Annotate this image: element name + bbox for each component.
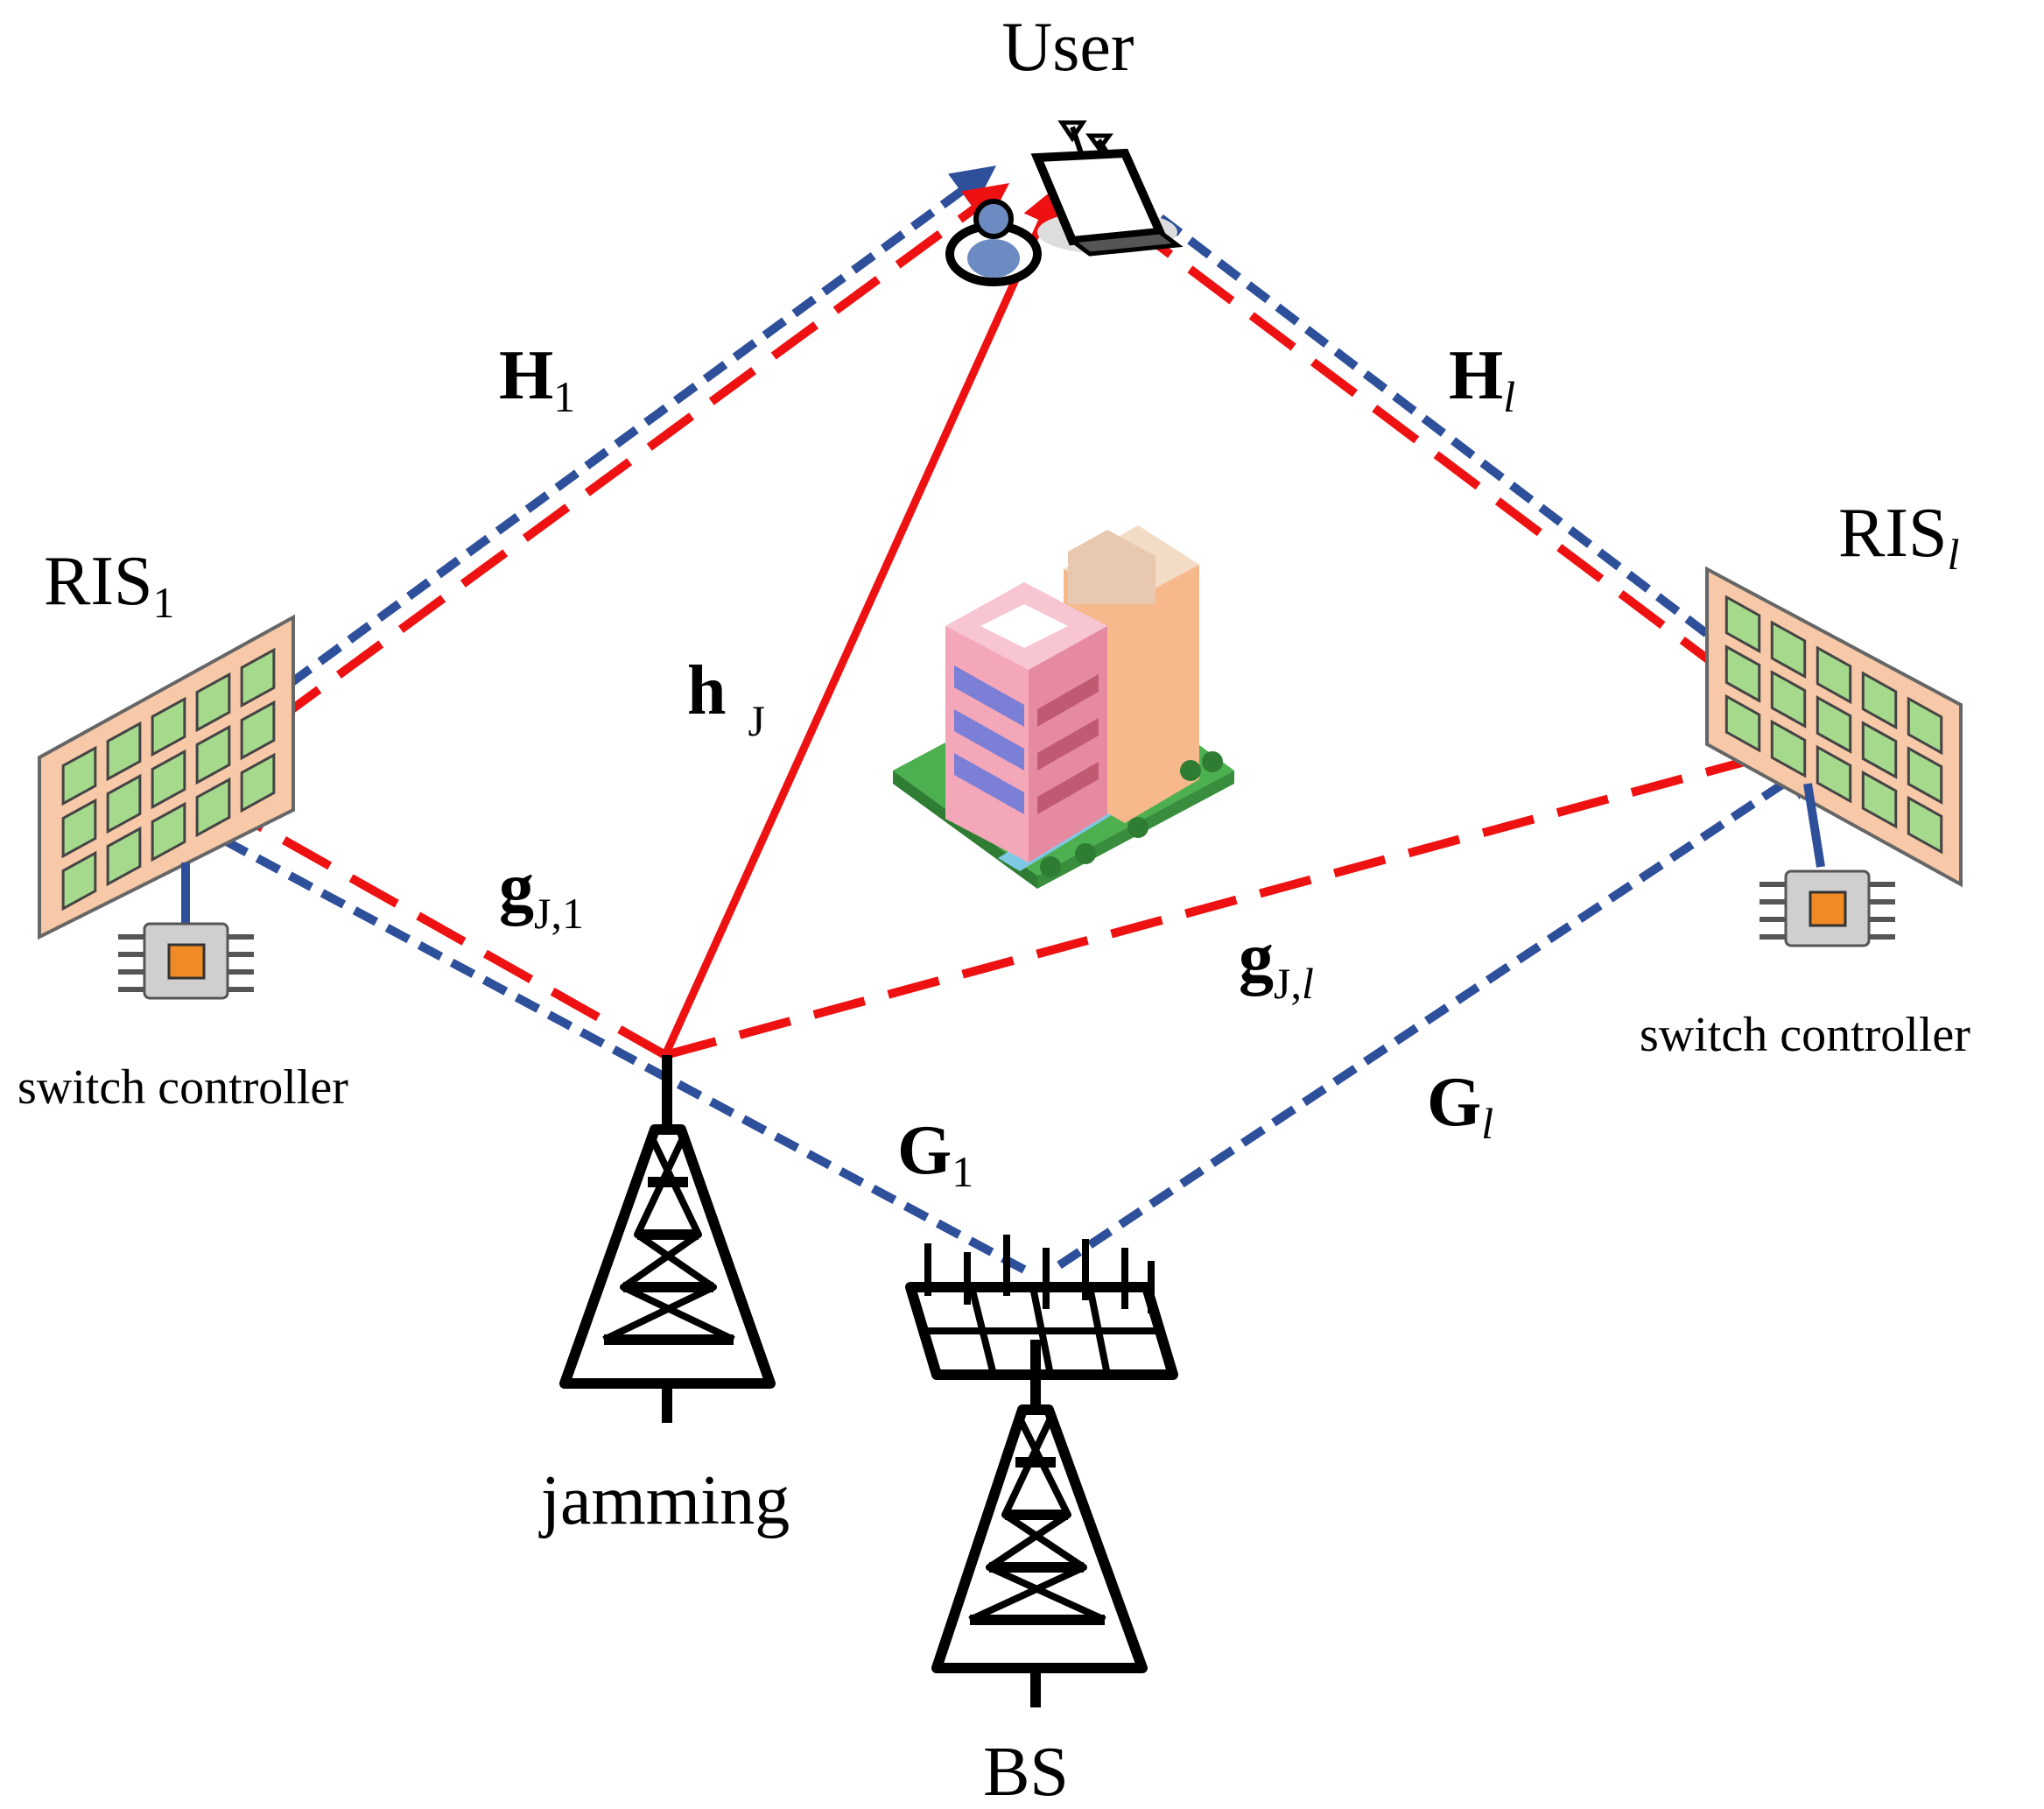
link-gJ1: [176, 779, 668, 1059]
link-hJ: [661, 185, 1060, 1057]
ris-element: [1770, 670, 1807, 729]
ris-element: [151, 801, 186, 862]
link-H1-red: [212, 183, 1010, 771]
ris-l-label: RISl: [1838, 495, 1959, 579]
ris-element: [106, 721, 142, 782]
building-icon: [893, 525, 1234, 889]
ris-element: [1861, 721, 1898, 779]
channel-G1-label: G1: [897, 1112, 973, 1196]
ris-1-panel-icon: [38, 614, 295, 940]
ris-element: [1861, 770, 1898, 829]
ris-element: [240, 700, 276, 761]
channel-gJ1-label: gJ,1: [499, 849, 584, 938]
ris-element: [1907, 696, 1943, 756]
ris-element: [61, 850, 97, 912]
jamming-label: jamming: [538, 1462, 790, 1539]
link-Hl-blue: [1092, 165, 1798, 704]
link-gJl: [664, 728, 1834, 1059]
link-H1-blue: [199, 165, 997, 753]
jamming-tower-icon: [559, 1055, 776, 1423]
link-Hl-red: [1087, 191, 1789, 721]
ris-element: [61, 798, 97, 859]
chip-icon-left: [118, 922, 254, 1000]
ris-element: [1816, 695, 1852, 754]
ris-element: [1816, 744, 1852, 804]
ris-element: [195, 672, 231, 733]
ris-element: [106, 826, 142, 887]
channel-Hl-label: Hl: [1449, 337, 1515, 421]
ris-element: [1724, 595, 1761, 654]
ris-element: [1770, 719, 1807, 778]
channel-Gl-label: Gl: [1427, 1064, 1493, 1148]
ris-element: [1816, 645, 1852, 705]
user-label: User: [1001, 9, 1134, 86]
link-G1: [176, 814, 1027, 1274]
ris-element: [61, 745, 97, 806]
links: [176, 165, 1834, 1274]
channel-H1-label: H1: [499, 337, 575, 421]
bs-label: BS: [983, 1734, 1069, 1809]
laptop-user-icon: [945, 120, 1184, 286]
ris-element: [1770, 620, 1807, 679]
ris-element: [151, 696, 186, 757]
ris-element: [240, 752, 276, 813]
ris-element: [1724, 693, 1761, 753]
ris-element: [195, 777, 231, 838]
ris-1-label: RIS1: [44, 543, 175, 627]
ris-element: [106, 773, 142, 834]
ris-element: [1861, 671, 1898, 730]
switch-controller-left-label: switch controller: [18, 1060, 348, 1115]
ris-element: [1724, 644, 1761, 703]
switch-controller-right-label: switch controller: [1640, 1008, 1970, 1062]
bs-tower-icon: [905, 1235, 1178, 1707]
ris-element: [240, 647, 276, 708]
channel-gJl-label: gJ,l: [1239, 919, 1314, 1008]
ris-l-panel-icon: [1705, 566, 1963, 888]
ris-element: [195, 724, 231, 785]
ris-element: [1907, 746, 1943, 805]
ris-element: [1907, 795, 1943, 855]
chip-icon-right: [1760, 869, 1895, 947]
link-Gl: [1057, 757, 1824, 1270]
ris-element: [151, 749, 186, 810]
